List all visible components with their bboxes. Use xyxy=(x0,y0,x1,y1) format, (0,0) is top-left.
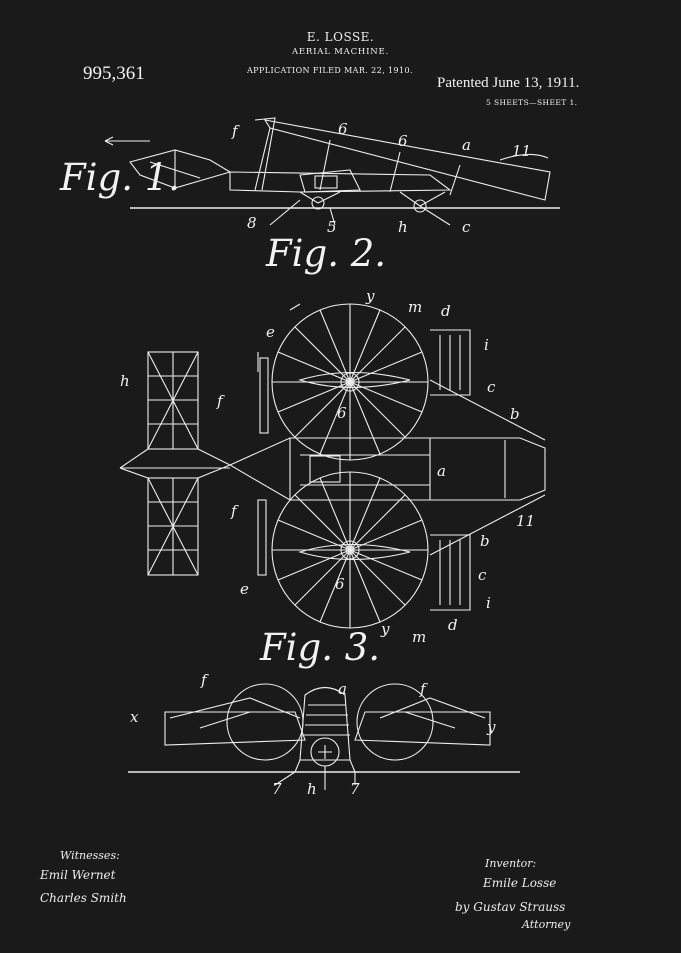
witness-signature: Emil Wernet xyxy=(40,868,116,882)
ref-label: h xyxy=(307,780,317,798)
ref-label: f xyxy=(201,671,207,689)
ref-label: 5 xyxy=(327,218,337,236)
attorney-signature: by Gustav Strauss xyxy=(455,900,566,914)
inventor-heading: Inventor: xyxy=(485,857,537,870)
application-filed: APPLICATION FILED MAR. 22, 1910. xyxy=(247,66,413,75)
ref-label: i xyxy=(486,594,491,612)
ref-label: 11 xyxy=(516,512,536,530)
fig1-side-view xyxy=(104,117,560,226)
ref-label: 7 xyxy=(272,780,282,798)
ref-label: y xyxy=(366,287,375,305)
ref-label: 7 xyxy=(350,780,360,798)
ref-label: d xyxy=(448,616,458,634)
ref-label: d xyxy=(441,302,451,320)
ref-label: h xyxy=(120,372,130,390)
fig2-caption: Fig. 2. xyxy=(266,232,387,275)
ref-label: 6 xyxy=(338,120,348,138)
fig1-caption: Fig. 1. xyxy=(60,156,181,199)
sheet-count: 5 SHEETS—SHEET 1. xyxy=(486,98,578,107)
ref-label: 6 xyxy=(398,132,408,150)
attorney-heading: Attorney xyxy=(522,918,571,931)
fig3-caption: Fig. 3. xyxy=(260,626,381,669)
ref-label: f xyxy=(231,502,237,520)
ref-label: m xyxy=(412,628,427,646)
ref-label: 6 xyxy=(335,575,345,593)
fig2-plan-view xyxy=(119,303,546,629)
ref-label: a xyxy=(462,136,471,154)
ref-label: 6 xyxy=(337,404,347,422)
ref-label: f xyxy=(217,392,223,410)
ref-label: m xyxy=(408,298,423,316)
ref-label: f xyxy=(420,680,426,698)
patented-date: Patented June 13, 1911. xyxy=(437,75,580,91)
ref-label: y xyxy=(487,718,496,736)
ref-label: y xyxy=(381,620,390,638)
ref-label: b xyxy=(510,405,520,423)
ref-label: c xyxy=(462,218,471,236)
witnesses-heading: Witnesses: xyxy=(60,849,120,862)
fig3-front-view xyxy=(128,683,520,790)
ref-label: e xyxy=(266,323,275,341)
witness-signature: Charles Smith xyxy=(40,891,127,905)
ref-label: c xyxy=(478,566,487,584)
ref-label: 11 xyxy=(512,142,532,160)
ref-label: h xyxy=(398,218,408,236)
ref-label: f xyxy=(232,122,238,140)
ref-label: a xyxy=(338,680,347,698)
ref-label: i xyxy=(484,336,489,354)
ref-label: x xyxy=(130,708,139,726)
ref-label: c xyxy=(487,378,496,396)
ref-label: 8 xyxy=(247,214,257,232)
ref-label: e xyxy=(240,580,249,598)
ref-label: b xyxy=(480,532,490,550)
ref-label: a xyxy=(437,462,446,480)
patent-number: 995,361 xyxy=(83,63,145,84)
invention-title: AERIAL MACHINE. xyxy=(291,47,390,57)
inventor-name: E. LOSSE. xyxy=(306,30,375,44)
inventor-signature: Emile Losse xyxy=(483,876,557,890)
